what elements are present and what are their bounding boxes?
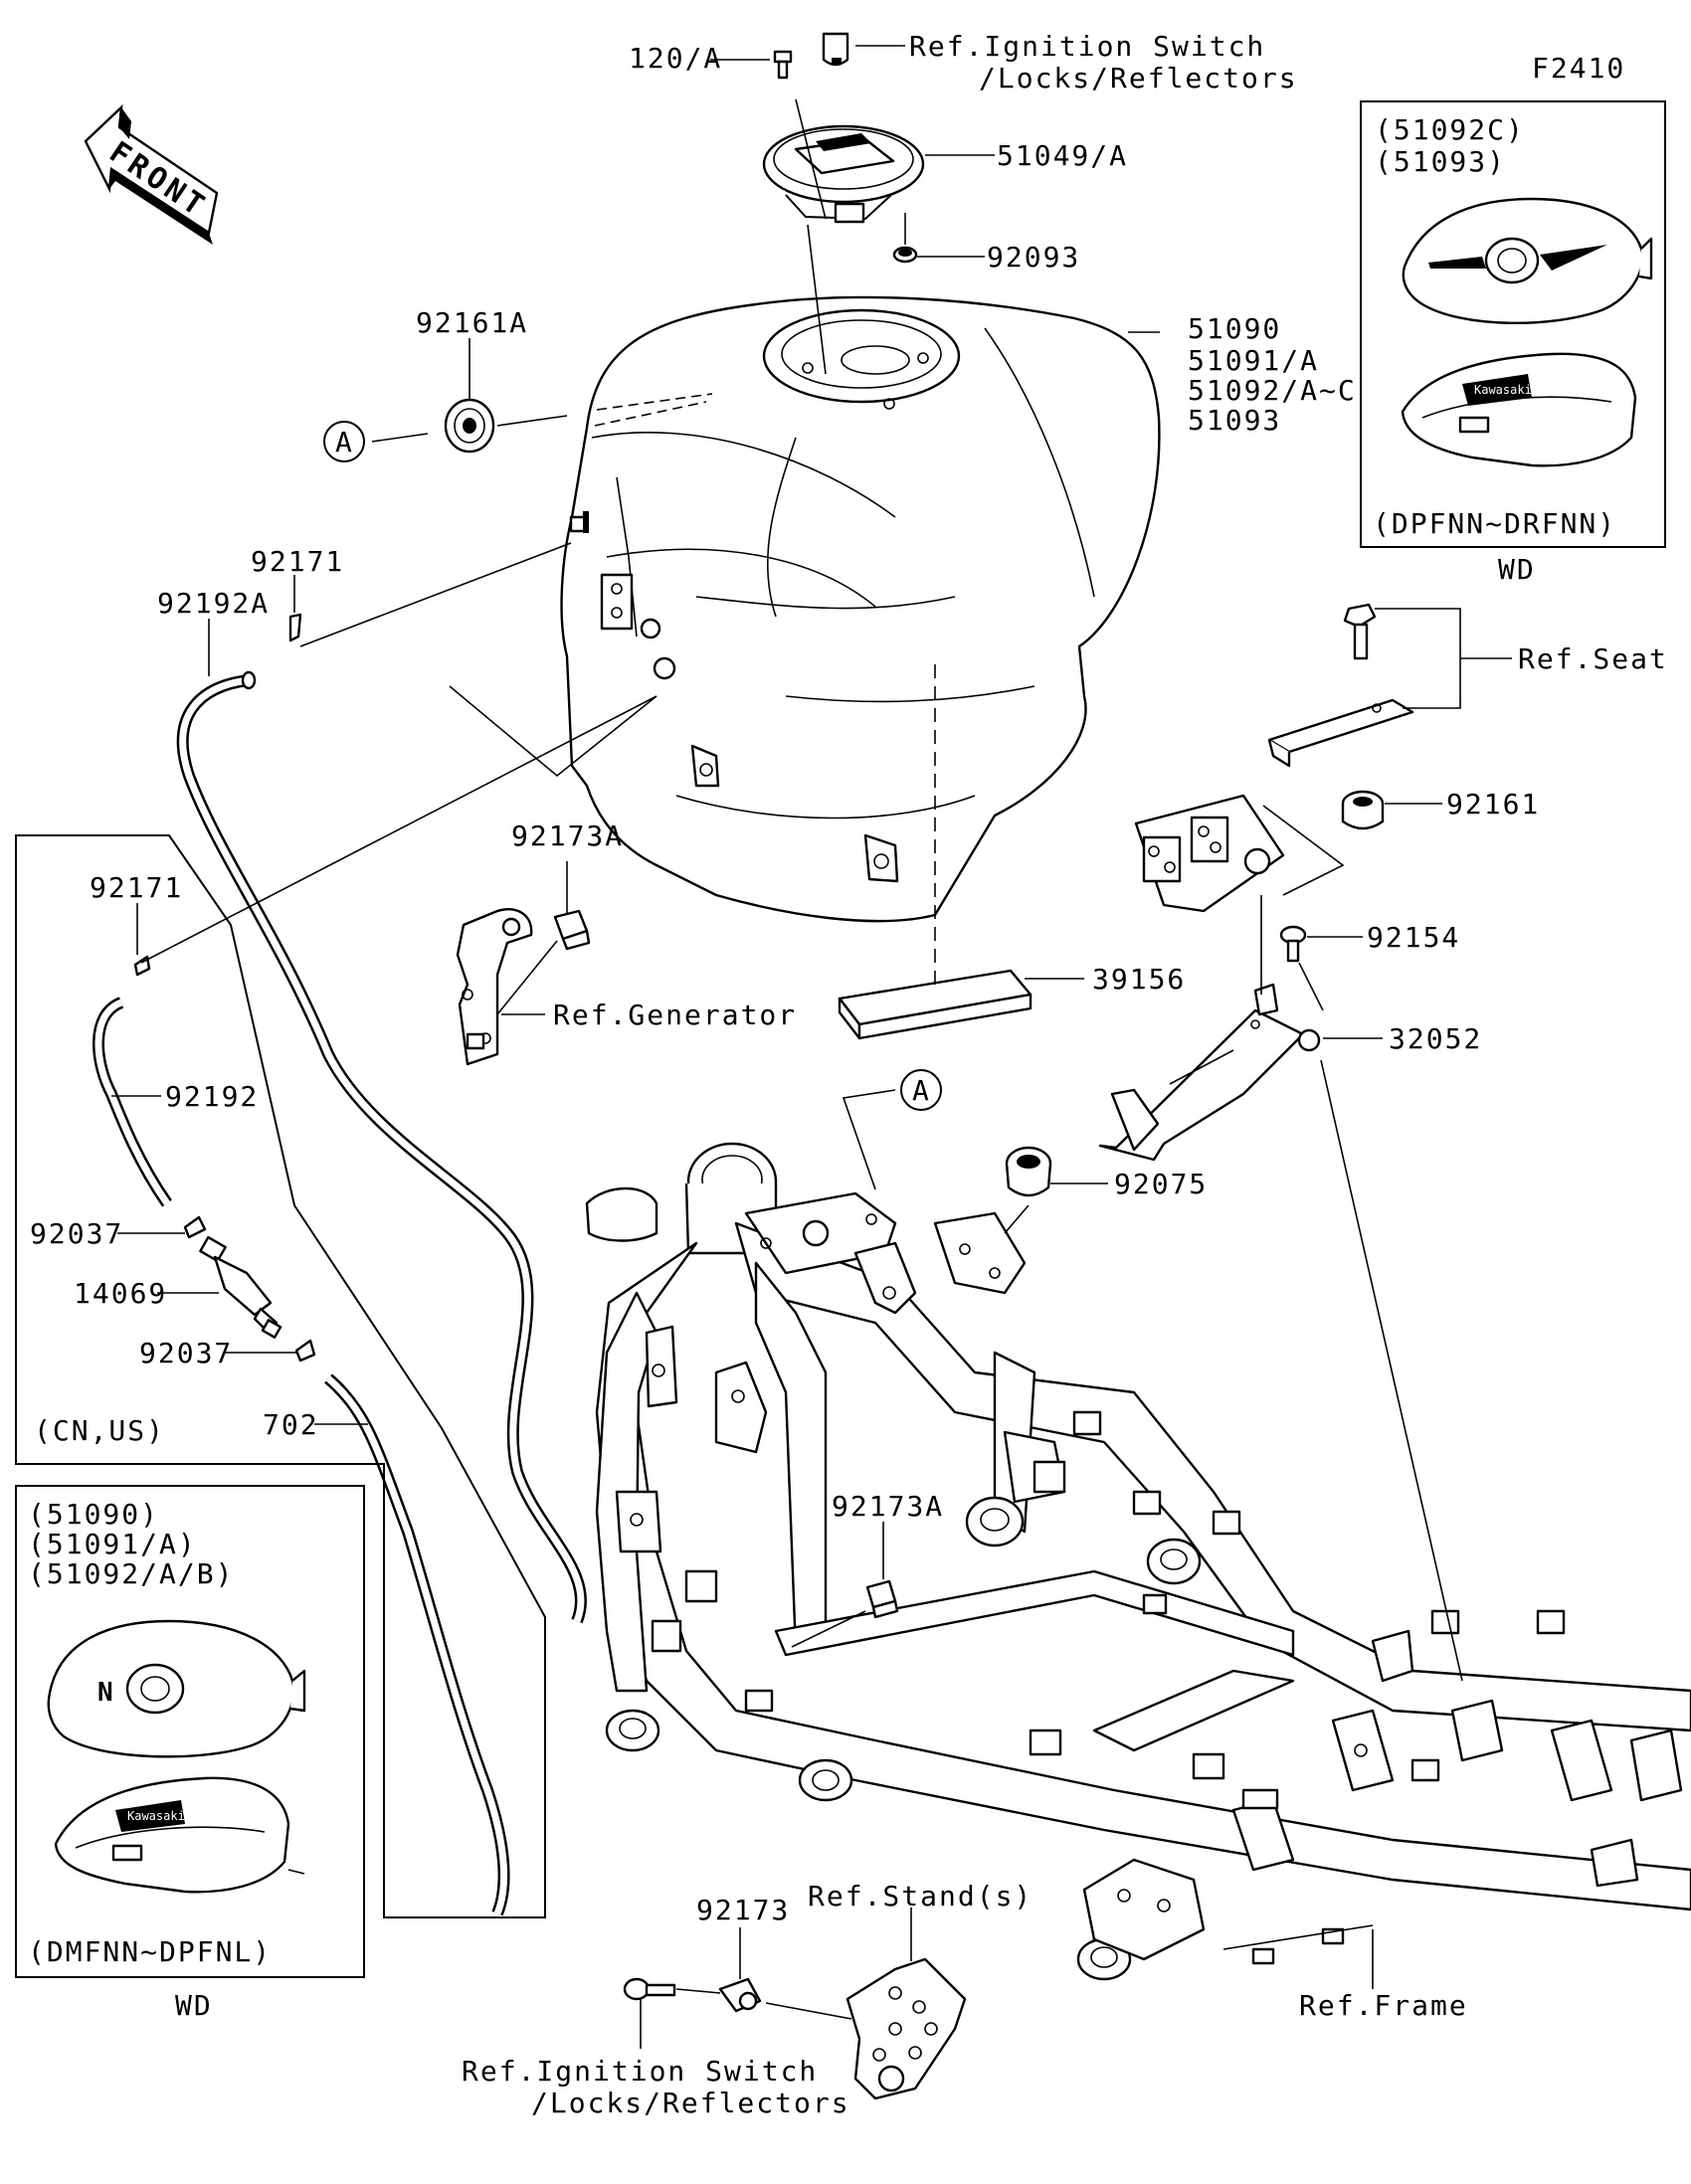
label-92075: 92075 [1114, 1168, 1208, 1200]
bolt-bottom-icon [623, 1977, 676, 2001]
leader-lines [111, 45, 1512, 2049]
label-32052: 32052 [1389, 1022, 1482, 1055]
fuel-tank [560, 295, 1285, 923]
marker-a-left-label: A [335, 426, 352, 458]
clip-92171-top-icon [288, 613, 302, 642]
clip-92037-upper-icon [183, 1215, 207, 1239]
label-39156: 39156 [1092, 963, 1186, 996]
inset-bl-badge: Kawasaki [127, 1809, 185, 1823]
label-tank-51093: 51093 [1188, 404, 1281, 437]
inset-bl-line3: (51092/A/B) [28, 1557, 234, 1590]
label-ref-stands: Ref.Stand(s) [808, 1880, 1033, 1912]
inset-cn-us-label: (CN,US) [34, 1414, 165, 1447]
inset-bl-caption: WD [175, 1989, 213, 2022]
label-ref-ignition-bottom-2: /Locks/Reflectors [531, 2087, 850, 2119]
inset-cn-us: (CN,US) [15, 834, 546, 1918]
label-92192a: 92192A [157, 587, 270, 620]
label-tank-51092ac: 51092/A~C [1188, 374, 1357, 407]
clip-92173a-lower-icon [865, 1579, 899, 1619]
ignition-cover-icon [822, 32, 849, 67]
seat-bracket [1267, 603, 1414, 768]
inset-bottom-left: (51090) (51091/A) (51092/A/B) N Kawasaki… [15, 1485, 365, 2022]
stand-bracket [846, 1957, 967, 2100]
label-92171-left: 92171 [90, 871, 183, 904]
label-92192: 92192 [165, 1080, 259, 1113]
label-ref-generator: Ref.Generator [553, 999, 797, 1031]
label-92171-top: 92171 [251, 545, 344, 578]
bracket-32052 [1098, 983, 1321, 1162]
label-92173: 92173 [696, 1894, 790, 1926]
fuel-cap-assembly [762, 124, 925, 224]
label-92173a-upper: 92173A [511, 819, 624, 852]
inset-bl-badge-n: N [97, 1678, 113, 1708]
grommet-92093-icon [892, 246, 918, 264]
clip-92173a-upper-icon [553, 909, 591, 951]
label-ref-ignition-bottom-1: Ref.Ignition Switch [462, 2055, 818, 2088]
pad-39156 [838, 969, 1033, 1040]
fuel-filter-14069 [199, 1235, 282, 1339]
label-ref-ignition-top-2: /Locks/Reflectors [979, 62, 1298, 94]
inset-tr-range: (DPFNN~DRFNN) [1373, 507, 1616, 540]
hose-702 [324, 1373, 510, 1916]
marker-a-frame-label: A [912, 1074, 929, 1107]
marker-a-frame: A [900, 1069, 942, 1111]
rubber-92161-icon [1341, 790, 1385, 830]
inset-bl-line2: (51091/A) [28, 1528, 197, 1560]
label-14069: 14069 [74, 1277, 167, 1310]
clip-92037-lower-icon [294, 1339, 316, 1363]
grommet-92161a-icon [444, 398, 495, 454]
label-92037-upper: 92037 [30, 1217, 123, 1250]
screw-92154-icon [1279, 925, 1307, 963]
front-arrow-icon: FRONT [84, 103, 219, 245]
label-ref-frame: Ref.Frame [1299, 1989, 1468, 2022]
label-tank-51091a: 51091/A [1188, 344, 1319, 377]
inset-tr-badge: Kawasaki [1474, 383, 1532, 397]
label-92161a: 92161A [416, 306, 528, 339]
label-92173a-lower: 92173A [832, 1490, 944, 1523]
label-ref-seat: Ref.Seat [1518, 642, 1668, 675]
bolt-120a-icon [773, 50, 793, 80]
inset-tr-line2: (51093) [1375, 145, 1506, 178]
label-51049a: 51049/A [997, 139, 1128, 172]
figure-code: F2410 [1532, 52, 1625, 85]
clip-92173-icon [718, 1977, 762, 2013]
generator-bracket [456, 908, 533, 1066]
label-tank-51090: 51090 [1188, 312, 1281, 345]
label-92037-lower: 92037 [139, 1337, 233, 1369]
label-ref-ignition-top-1: Ref.Ignition Switch [909, 30, 1265, 63]
motorcycle-frame [585, 1142, 1691, 1981]
label-702: 702 [263, 1408, 319, 1441]
label-92154: 92154 [1367, 921, 1460, 954]
inset-top-right: (51092C) (51093) Kawasaki (DPFNN~DRFNN) … [1360, 100, 1666, 586]
label-120a: 120/A [629, 42, 722, 75]
inset-bl-line1: (51090) [28, 1498, 159, 1531]
marker-a-left: A [323, 421, 365, 462]
inset-bl-range: (DMFNN~DPFNL) [28, 1935, 272, 1968]
inset-tr-line1: (51092C) [1375, 113, 1525, 146]
grommet-92075-icon [1005, 1146, 1052, 1197]
hose-92192a [176, 670, 587, 1624]
hose-92192 [93, 997, 172, 1207]
label-92161: 92161 [1446, 788, 1540, 820]
label-92093: 92093 [987, 241, 1080, 273]
inset-tr-caption: WD [1498, 553, 1536, 586]
